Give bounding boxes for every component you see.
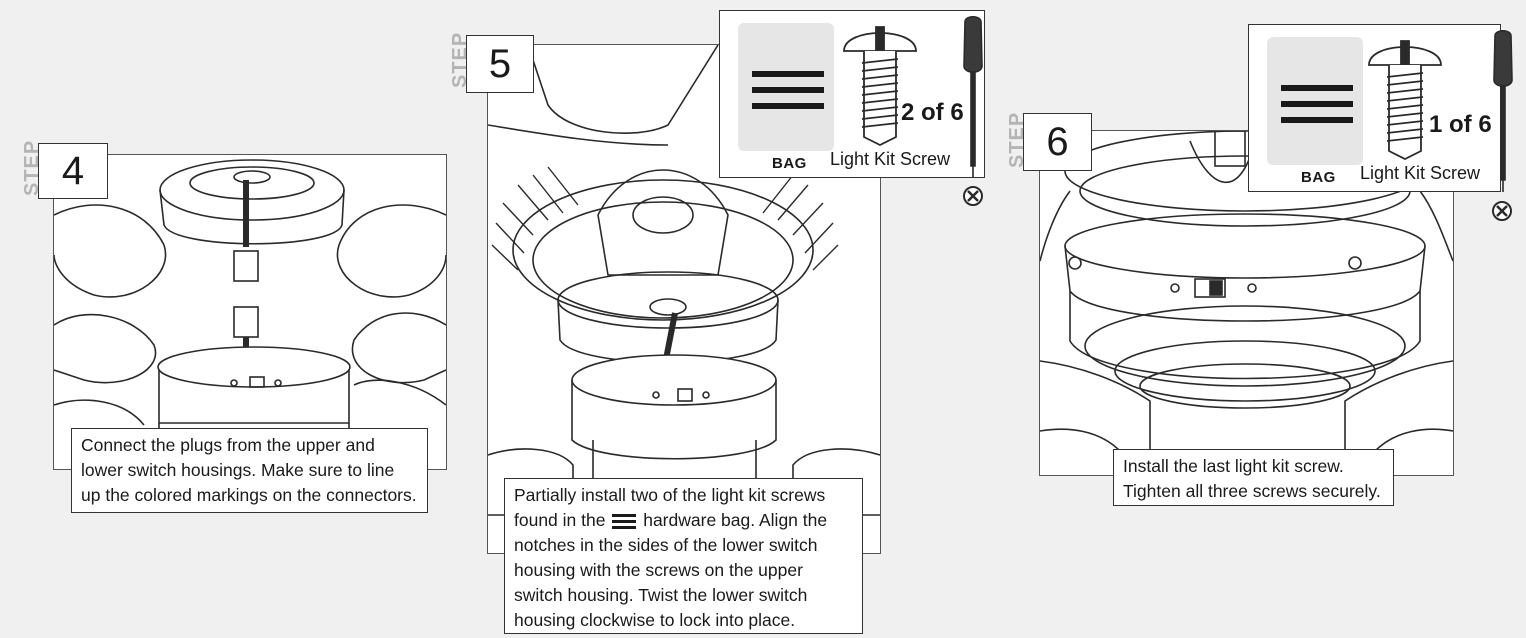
step-5-screw-count: 2 of 6 xyxy=(901,99,964,126)
step-5-illustration xyxy=(487,44,881,554)
step-5-caption-line-3: notches in the sides of the lower switch xyxy=(514,535,818,555)
step-4-caption-line-3: up the colored markings on the connector… xyxy=(81,485,417,505)
step-4-number: 4 xyxy=(38,143,108,199)
step-5-caption: Partially install two of the light kit s… xyxy=(504,478,863,634)
step-6-screw-label: Light Kit Screw xyxy=(1360,163,1481,183)
step-5-caption-line-5: switch housing. Twist the lower switch xyxy=(514,585,808,605)
step-6-hardware-box: BAG 1 of 6 Light Kit Screw xyxy=(1248,24,1501,192)
step-5-caption-line-4: housing with the screws on the upper xyxy=(514,560,803,580)
step-4-caption: Connect the plugs from the upper and low… xyxy=(71,428,428,513)
bag-symbol-icon xyxy=(612,513,637,530)
step-5-screw-label: Light Kit Screw xyxy=(830,149,951,169)
step-6-screw-icon xyxy=(1368,40,1442,161)
step-5-bag-label: BAG xyxy=(772,155,807,172)
step-4-fan-drawing xyxy=(54,159,446,469)
step-5-number: 5 xyxy=(466,35,534,93)
step-5-screw-icon xyxy=(843,26,917,147)
phillips-tip-icon xyxy=(963,186,983,206)
step-6-illustration xyxy=(1039,130,1454,476)
phillips-screwdriver-icon xyxy=(963,16,983,178)
step-5-caption-line-1: Partially install two of the light kit s… xyxy=(514,485,826,505)
step-6-screw-count: 1 of 6 xyxy=(1429,111,1492,138)
step-6-number: 6 xyxy=(1023,113,1092,171)
step-6-bag-icon xyxy=(1267,37,1363,165)
step-6-bag-label: BAG xyxy=(1301,169,1336,186)
step-6-caption-line-2: Tighten all three screws securely. xyxy=(1123,481,1381,501)
step-5-caption-line-2b: hardware bag. Align the xyxy=(643,510,828,530)
phillips-screwdriver-icon xyxy=(1493,30,1513,192)
step-5-caption-line-2: found in the hardware bag. Align the xyxy=(514,508,853,533)
step-4-caption-line-2: lower switch housings. Make sure to line xyxy=(81,460,395,480)
step-5-bag-icon xyxy=(738,23,834,151)
step-4-caption-line-1: Connect the plugs from the upper and xyxy=(81,435,375,455)
step-6-caption-line-1: Install the last light kit screw. xyxy=(1123,456,1344,476)
step-4-illustration xyxy=(53,154,447,470)
step-6-caption: Install the last light kit screw. Tighte… xyxy=(1113,449,1394,506)
phillips-tip-icon xyxy=(1492,201,1512,221)
step-5-fan-drawing xyxy=(488,45,880,520)
step-5-hardware-box: BAG 2 of 6 Light Kit Screw xyxy=(719,10,985,178)
step-5-caption-line-2a: found in the xyxy=(514,510,606,530)
step-5-caption-line-6: housing clockwise to lock into place. xyxy=(514,610,796,630)
